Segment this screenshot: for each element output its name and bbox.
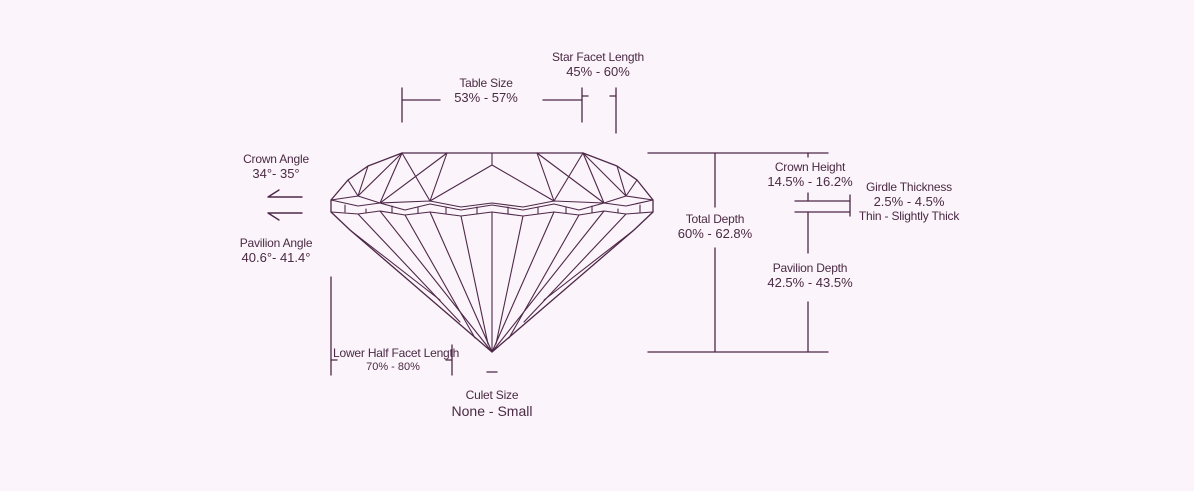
total-depth-title: Total Depth [685,212,745,226]
pavilion-depth-value: 42.5% - 43.5% [767,274,853,290]
girdle-thickness-dimension [794,194,851,217]
pavilion-angle-title: Pavilion Angle [239,236,313,250]
pavilion-depth-label: Pavilion Depth 42.5% - 43.5% [760,261,860,291]
crown-height-label: Crown Height 14.5% - 16.2% [760,160,860,190]
culet-size-title: Culet Size [465,388,519,402]
crown-angle-title: Crown Angle [243,152,309,166]
girdle-thickness-label: Girdle Thickness 2.5% - 4.5% Thin - Slig… [854,180,964,224]
star-facet-length-title: Star Facet Length [552,50,644,64]
pavilion-facets [349,210,635,353]
crown-angle-value: 34°- 35° [252,165,300,181]
table-size-value: 53% - 57% [454,89,518,105]
total-depth-value: 60% - 62.8% [677,225,753,241]
star-facet-length-value: 45% - 60% [566,63,630,79]
diamond-girdle-outline [330,199,654,213]
total-depth-dimension [647,152,829,353]
girdle-thickness-value: 2.5% - 4.5% [873,193,945,209]
pavilion-angle-label: Pavilion Angle 40.6°- 41.4° [231,236,321,266]
girdle-thickness-note: Thin - Slightly Thick [858,208,960,223]
lower-half-facet-length-label: Lower Half Facet Length 70% - 80% [333,346,460,373]
table-size-title: Table Size [459,76,513,90]
crown-angle-label: Crown Angle 34°- 35° [236,152,316,182]
total-depth-label: Total Depth 60% - 62.8% [670,212,760,242]
angle-arrows [267,189,303,221]
lower-half-facet-dimension [330,276,453,376]
table-size-dimension [401,87,583,123]
pavilion-depth-title: Pavilion Depth [772,261,848,275]
crown-height-dimension [794,152,851,202]
star-facet-length-label: Star Facet Length 45% - 60% [548,50,648,80]
lower-half-facet-length-value: 70% - 80% [366,360,420,373]
star-facet-length-dimension [581,87,617,134]
arrow-left-icon [267,212,303,221]
pavilion-angle-value: 40.6°- 41.4° [241,249,311,265]
lower-half-facet-length-title: Lower Half Facet Length [333,346,460,360]
table-size-label: Table Size 53% - 57% [441,76,531,106]
crown-height-value: 14.5% - 16.2% [767,173,853,189]
culet-size-label: Culet Size None - Small [437,388,547,419]
girdle-thickness-title: Girdle Thickness [866,180,952,194]
crown-height-title: Crown Height [774,160,846,174]
arrow-left-icon [267,189,303,198]
culet-size-value: None - Small [451,402,533,419]
